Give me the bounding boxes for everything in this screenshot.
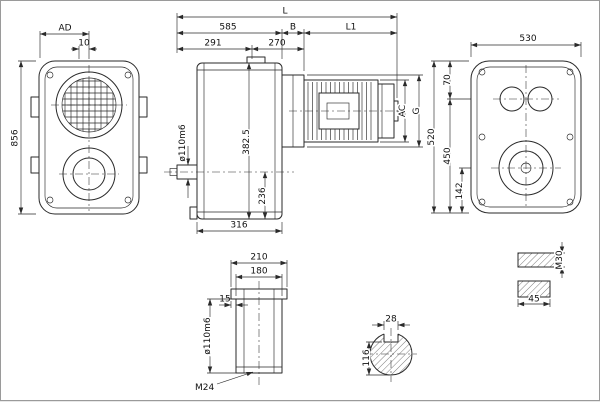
front-centerlines (51, 65, 127, 211)
dim-label-m30: M30 (555, 250, 565, 269)
side-housing-outline (196, 62, 283, 220)
dim-382-5: 382.5 (241, 63, 254, 220)
key-block-lower (517, 280, 551, 298)
dim-70: 70 (442, 61, 455, 100)
dim-label-15: 15 (219, 295, 230, 305)
dim-l: L (176, 7, 398, 98)
side-view: L 585 B L1 291 270 (164, 7, 424, 234)
dim-label-g: G (412, 107, 422, 114)
dim-520: 520 (426, 61, 439, 214)
dim-142: 142 (454, 168, 467, 214)
dim-m30: M30 (554, 242, 567, 278)
dim-270: 270 (252, 39, 305, 52)
dim-label-382-5: 382.5 (242, 129, 252, 155)
dim-label-ad: AD (58, 24, 71, 34)
dim-label-450: 450 (443, 147, 453, 164)
dim-label-856: 856 (11, 129, 21, 146)
section-centerlines (365, 328, 417, 382)
dim-l1: L1 (304, 23, 398, 36)
rear-view: 530 70 450 520 142 (426, 34, 582, 214)
front-view: AD 10 856 (9, 24, 148, 215)
dim-label-530: 530 (519, 34, 536, 44)
dim-label-shaft-dia-side: ø110m6 (178, 124, 188, 161)
dim-291: 291 (177, 39, 253, 59)
dim-label-520: 520 (427, 128, 437, 145)
dim-530: 530 (470, 34, 582, 57)
dim-label-b: B (290, 23, 296, 33)
bolt-holes (46, 71, 132, 204)
dim-bore-dia: ø110m6 (202, 298, 236, 374)
thread-callout: M24 (195, 371, 254, 393)
dim-label-bore-dia: ø110m6 (203, 317, 213, 354)
dim-label-70: 70 (443, 74, 453, 86)
key-cross-section-detail: M30 45 (517, 242, 567, 307)
dim-label-180: 180 (250, 267, 267, 277)
dim-210: 210 (230, 253, 288, 287)
mounting-tabs (30, 96, 148, 174)
hollow-shaft-detail: 210 180 15 ø110m6 M24 (195, 253, 288, 393)
dim-45: 45 (517, 293, 551, 307)
lifting-lug (246, 56, 266, 64)
dim-236: 236 (257, 172, 270, 220)
dim-label-291: 291 (204, 39, 221, 49)
rear-housing-outline (470, 60, 582, 214)
dim-856: 856 (9, 60, 36, 215)
dim-ad: AD (39, 24, 90, 59)
dim-label-10: 10 (78, 39, 90, 49)
motor (289, 79, 401, 143)
dim-label-l: L (282, 7, 287, 17)
housing-foot (189, 206, 198, 220)
side-housing-walls (197, 63, 282, 219)
dim-label-m24: M24 (195, 383, 214, 393)
dim-label-270: 270 (268, 39, 285, 49)
dim-g: G (307, 74, 424, 148)
dim-10: 10 (71, 39, 97, 59)
rear-bolt-holes (478, 68, 574, 206)
front-housing-outline (38, 60, 140, 215)
dim-116: 116 (361, 341, 389, 376)
dim-label-142: 142 (455, 182, 465, 199)
dim-label-585: 585 (219, 23, 236, 33)
dim-180: 180 (235, 267, 283, 296)
dim-shaft-dia: ø110m6 (177, 123, 191, 198)
dim-label-316: 316 (230, 221, 247, 231)
dim-450: 450 (442, 99, 455, 214)
dim-label-28: 28 (385, 315, 397, 325)
dim-585: 585 (177, 23, 283, 59)
dim-label-l1: L1 (346, 23, 357, 33)
dim-316: 316 (196, 221, 283, 234)
dim-label-ac: AC (398, 105, 408, 117)
dim-label-210: 210 (250, 253, 267, 263)
keyway-outline (383, 333, 399, 343)
shaft-key-section: 28 116 (361, 315, 417, 382)
dim-28: 28 (372, 315, 410, 330)
dim-15: 15 (219, 295, 248, 308)
dim-label-236: 236 (258, 187, 268, 204)
dim-label-116: 116 (362, 349, 372, 366)
dim-ac: AC (380, 79, 410, 143)
dim-label-45: 45 (528, 295, 539, 305)
rear-centerlines (491, 65, 561, 209)
key-block-upper (517, 252, 559, 268)
